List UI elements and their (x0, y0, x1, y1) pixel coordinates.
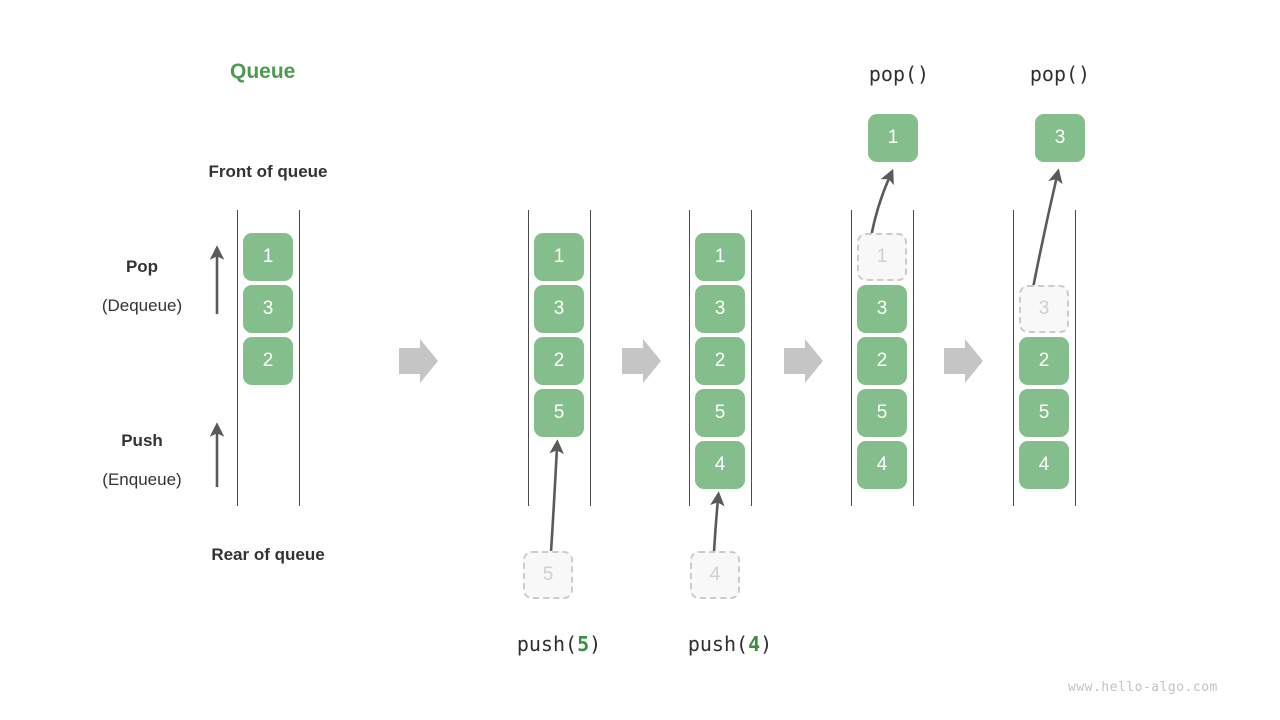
queue-cell[interactable]: 4 (1019, 441, 1069, 489)
page-title: Queue (230, 60, 296, 83)
push-sublabel: (Enqueue) (102, 470, 182, 489)
pop-3-caption: pop() (1029, 62, 1091, 86)
pop-3-arrow (1031, 168, 1063, 289)
queue-rail-right-stage3 (913, 210, 914, 506)
popped-element[interactable]: 1 (868, 114, 918, 162)
front-of-queue-label: Front of queue (208, 162, 328, 181)
queue-cell-removed[interactable]: 1 (857, 233, 907, 281)
queue-rail-right-stage4 (1075, 210, 1076, 506)
queue-rail-right-stage0 (299, 210, 300, 506)
popped-element[interactable]: 3 (1035, 114, 1085, 162)
transition-arrow-1 (399, 339, 438, 383)
queue-cell[interactable]: 5 (695, 389, 745, 437)
queue-cell[interactable]: 3 (857, 285, 907, 333)
push-4-arrow (710, 491, 725, 553)
queue-cell[interactable]: 1 (534, 233, 584, 281)
queue-cell[interactable]: 3 (695, 285, 745, 333)
queue-cell[interactable]: 2 (534, 337, 584, 385)
pop-1-caption: pop() (868, 62, 930, 86)
pop-1-arrow (869, 168, 894, 238)
queue-cell[interactable]: 3 (534, 285, 584, 333)
watermark: www.hello-algo.com (1068, 680, 1218, 695)
queue-cell[interactable]: 2 (857, 337, 907, 385)
pop-label: Pop (125, 257, 159, 276)
transition-arrow-4 (944, 339, 983, 383)
queue-rail-left-stage4 (1013, 210, 1014, 506)
queue-cell[interactable]: 1 (695, 233, 745, 281)
queue-cell-removed[interactable]: 3 (1019, 285, 1069, 333)
caption-suffix: ) (589, 632, 602, 656)
queue-cell[interactable]: 4 (857, 441, 907, 489)
queue-rail-left-stage0 (237, 210, 238, 506)
queue-cell[interactable]: 5 (1019, 389, 1069, 437)
transition-arrow-2 (622, 339, 661, 383)
queue-cell[interactable]: 5 (857, 389, 907, 437)
push-5-arrow (549, 439, 564, 553)
queue-cell[interactable]: 1 (243, 233, 293, 281)
caption-prefix: push( (687, 632, 749, 656)
queue-cell-new[interactable]: 5 (534, 389, 584, 437)
push-4-caption: push(4) (630, 632, 830, 656)
caption-number: 4 (748, 632, 761, 656)
queue-rail-right-stage1 (590, 210, 591, 506)
incoming-element-placeholder[interactable]: 5 (523, 551, 573, 599)
push-label: Push (121, 431, 163, 450)
queue-cell[interactable]: 2 (695, 337, 745, 385)
queue-rail-left-stage2 (689, 210, 690, 506)
queue-rail-right-stage2 (751, 210, 752, 506)
caption-suffix: ) (760, 632, 773, 656)
queue-cell[interactable]: 3 (243, 285, 293, 333)
caption-prefix: push( (516, 632, 578, 656)
caption-number: 5 (577, 632, 590, 656)
push-5-caption: push(5) (459, 632, 659, 656)
queue-rail-left-stage3 (851, 210, 852, 506)
queue-rail-left-stage1 (528, 210, 529, 506)
queue-cell-new[interactable]: 4 (695, 441, 745, 489)
queue-cell[interactable]: 2 (1019, 337, 1069, 385)
transition-arrow-3 (784, 339, 823, 383)
pop-sublabel: (Dequeue) (101, 296, 183, 315)
incoming-element-placeholder[interactable]: 4 (690, 551, 740, 599)
rear-of-queue-label: Rear of queue (211, 545, 325, 564)
queue-cell[interactable]: 2 (243, 337, 293, 385)
